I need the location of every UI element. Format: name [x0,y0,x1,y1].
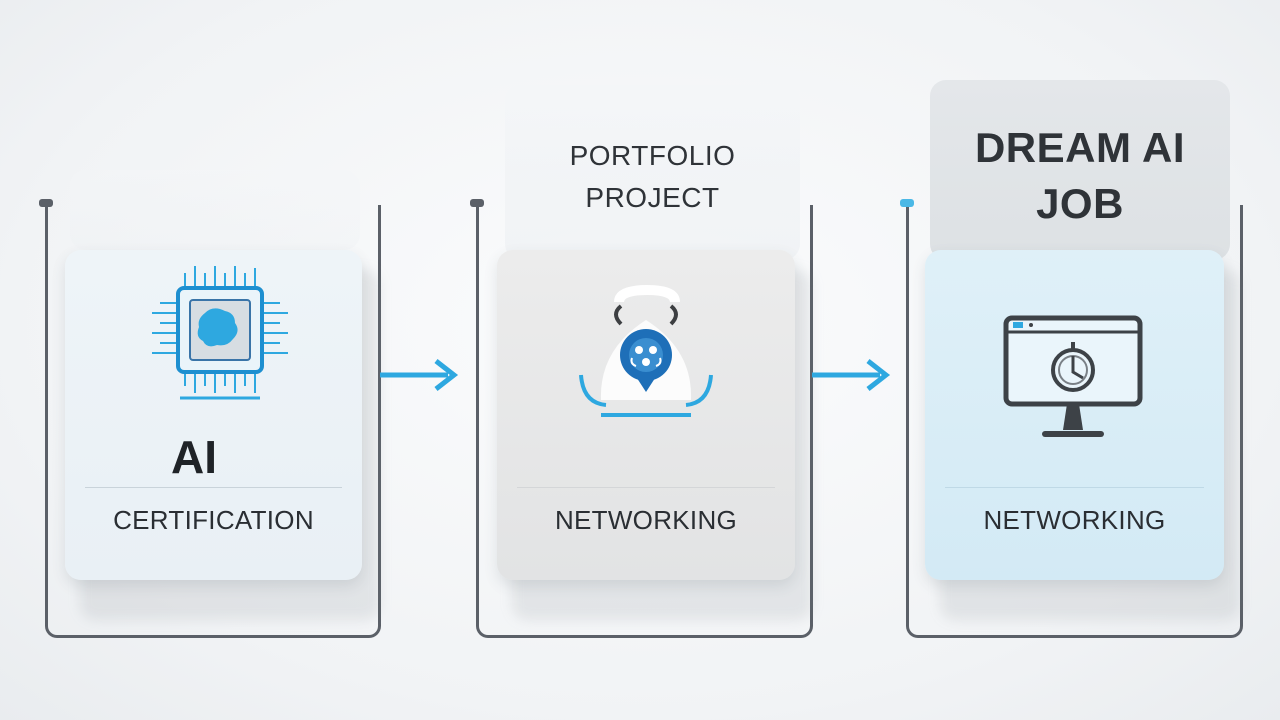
step-3-header: DREAM AI JOB [930,120,1230,232]
step-2-label: NETWORKING [554,505,738,535]
header-panel-3 [930,80,1230,260]
arrow-right-icon [380,359,459,391]
bracket-cap-2 [470,199,484,207]
bracket-cap-3 [900,199,914,207]
divider-3 [945,487,1204,488]
step-1-title: AI [171,431,217,483]
bracket-frame-3 [906,205,1243,638]
arrow-right-icon [812,359,891,391]
step-2-header-line1: PORTFOLIO [569,140,736,171]
divider-1 [85,487,342,488]
step-3-header-line1: DREAM AI [974,124,1186,171]
header-panel-2 [505,85,800,260]
step-3-label: NETWORKING [983,505,1166,535]
bracket-frame-2 [476,205,813,638]
header-panel-1 [70,170,360,250]
chip-icon [152,266,288,400]
step-card-2: NETWORKING [497,250,795,580]
step-2-header-line2: PROJECT [585,182,720,213]
step-card-1: AI CERTIFICATION [65,250,362,580]
step-card-3: NETWORKING [925,250,1224,580]
step-2-header: PORTFOLIO PROJECT [505,135,800,219]
bracket-frame-1 [45,205,381,638]
network-location-icon [579,284,713,417]
step-3-header-line2: JOB [1036,180,1124,227]
monitor-clock-icon [1003,315,1143,437]
step-1-label: CERTIFICATION [113,505,314,535]
bracket-cap-1 [39,199,53,207]
divider-2 [517,487,775,488]
